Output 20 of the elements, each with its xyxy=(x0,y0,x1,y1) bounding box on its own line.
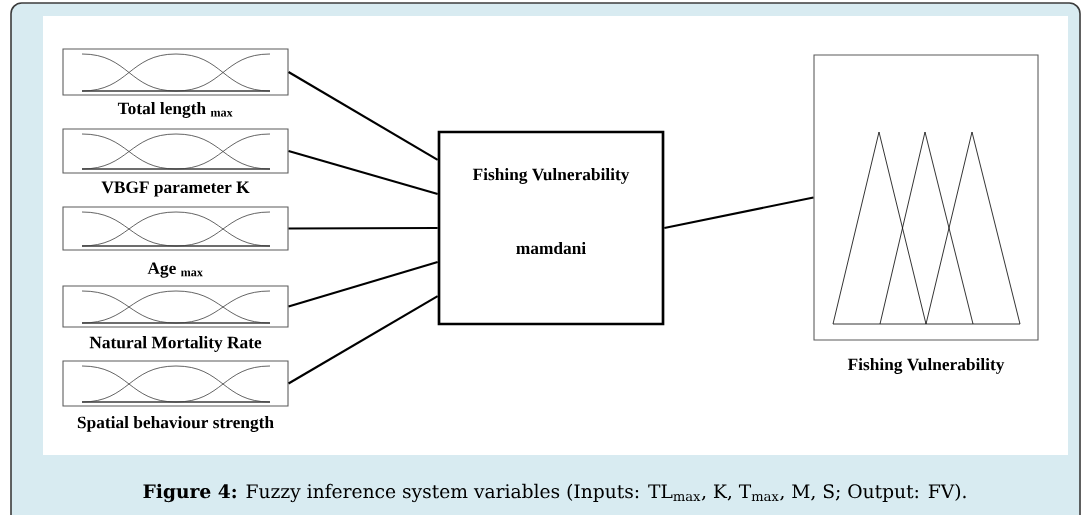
connector-line xyxy=(288,295,439,385)
connector-line xyxy=(288,226,438,230)
output-variable-box: Fishing Vulnerability xyxy=(813,54,1039,374)
input-variable-box: Spatial behaviour strength xyxy=(62,360,289,432)
node-label: Age $_{max}$ xyxy=(147,262,203,278)
connector-line xyxy=(288,71,439,161)
input-variable-box: Age $_{max}$ xyxy=(62,206,289,278)
node-label: Fishing Vulnerability xyxy=(847,358,1005,374)
input-variable-box: Total length $_{max}$ xyxy=(62,48,289,118)
node-label: Natural Mortality Rate xyxy=(89,336,262,352)
node-label: Total length $_{max}$ xyxy=(117,102,233,118)
input-variable-box: VBGF parameter K xyxy=(62,128,289,197)
figure-caption: Figure 4: Fuzzy inference system variables (Inputs: TL$_{max}$, K, T$_{max}$, M, S; Output: FV). xyxy=(143,483,966,503)
node-label: VBGF parameter K xyxy=(101,181,250,197)
connector-line xyxy=(664,196,814,230)
connector-line xyxy=(288,261,438,308)
connector-line xyxy=(288,150,438,195)
input-variable-box: Natural Mortality Rate xyxy=(62,285,289,352)
node-label: Spatial behaviour strength xyxy=(77,416,274,432)
inference-box: Fishing Vulnerability mamdani xyxy=(437,130,665,326)
